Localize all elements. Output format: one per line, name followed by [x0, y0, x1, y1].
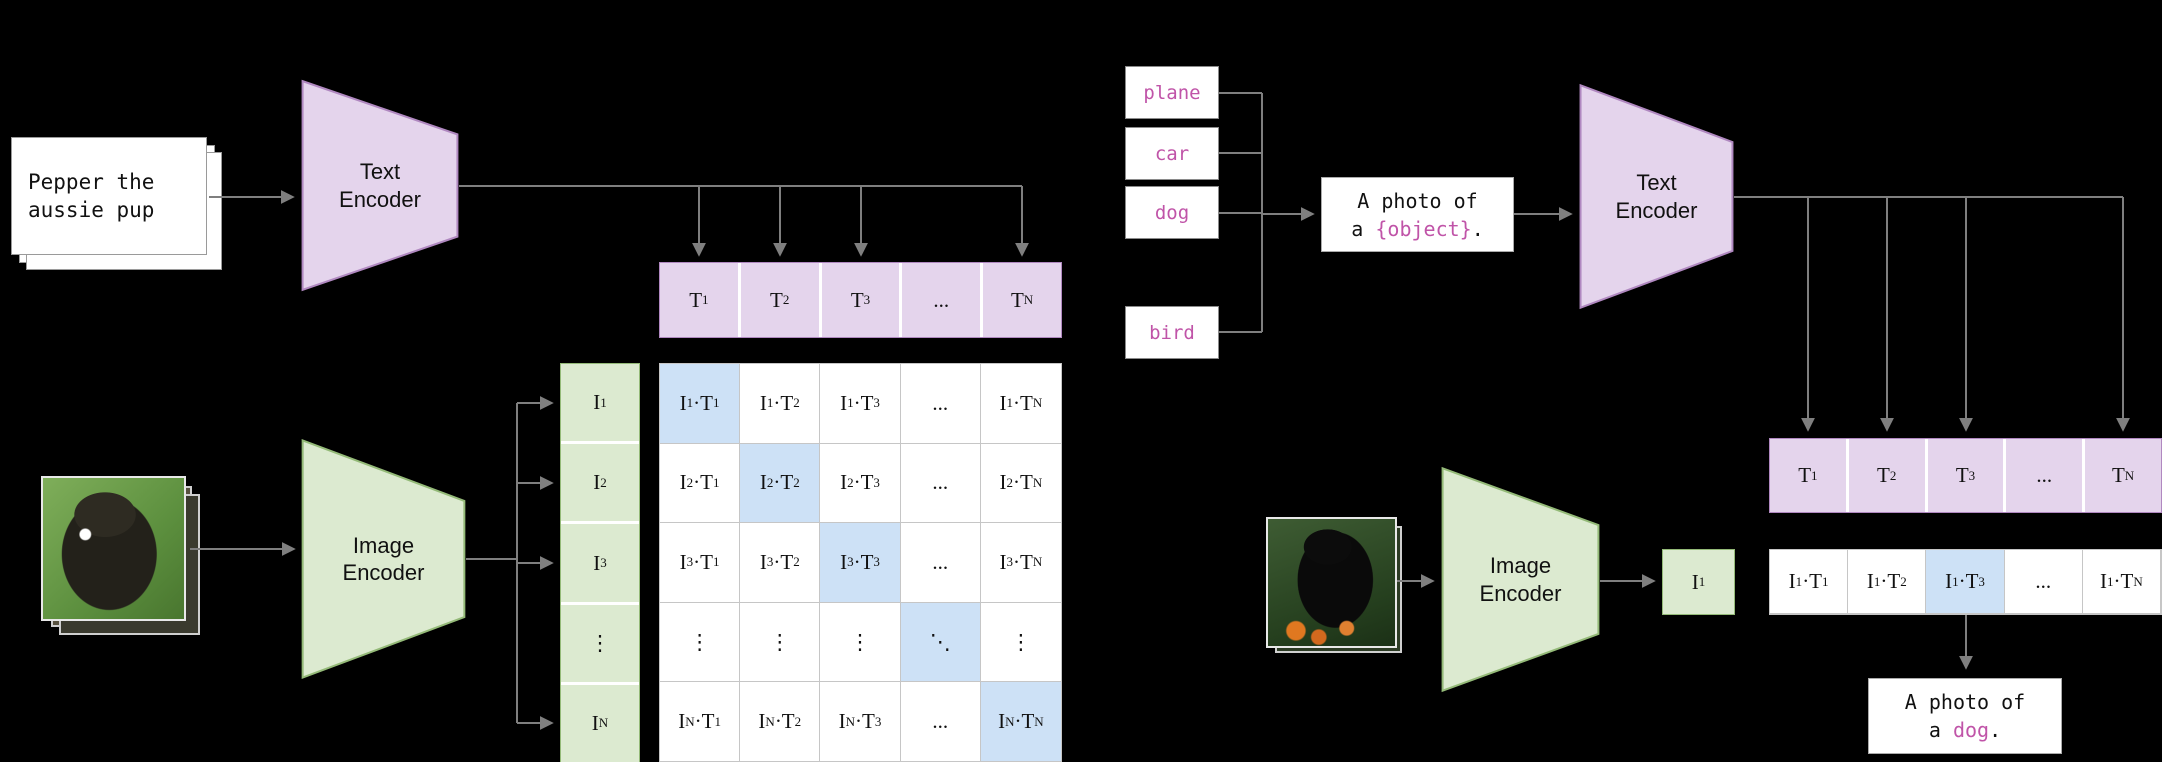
image-encoder-right: Image Encoder: [1441, 466, 1600, 693]
text-input-card: Pepper the aussie pup: [11, 137, 222, 270]
prediction-line1: A photo of: [1904, 690, 2026, 714]
similarity-cell: ⋮: [740, 602, 821, 683]
text-encoder: Text Encoder: [301, 79, 459, 292]
prediction-pre: a: [1928, 718, 1953, 742]
text-encoder-label: Text Encoder: [1615, 170, 1698, 223]
text-encoder-shape: [1579, 83, 1734, 310]
class-label-car: car: [1125, 127, 1219, 180]
text-input-text: Pepper the aussie pup: [28, 169, 155, 222]
similarity-cell: ⋮: [820, 602, 901, 683]
image-encoder-label: Image Encoder: [342, 532, 425, 586]
similarity-cell: ...: [900, 443, 981, 524]
score-cell: ...: [2004, 550, 2083, 614]
image-encoder-shape: [1441, 466, 1600, 693]
prompt-pre: a: [1351, 216, 1376, 241]
prediction-object: dog: [1952, 718, 1990, 742]
dog-image: [1266, 517, 1402, 653]
text-encoder-shape: [301, 79, 459, 292]
text-encoder-right: Text Encoder: [1579, 83, 1734, 310]
class-label-text: dog: [1154, 201, 1190, 224]
similarity-cell: ⋮: [660, 602, 741, 683]
image-encoder: Image Encoder: [301, 438, 466, 680]
similarity-cell: ⋮: [980, 602, 1061, 683]
class-label-text: bird: [1149, 321, 1195, 344]
similarity-cell: ...: [900, 682, 981, 762]
puppy-image: [41, 476, 200, 635]
class-label-text: plane: [1143, 81, 1201, 104]
class-label-plane: plane: [1125, 66, 1219, 119]
prompt-line1: A photo of: [1357, 188, 1478, 213]
text-embedding-cell: ...: [2006, 439, 2086, 512]
image-encoder-label: Image Encoder: [1479, 553, 1562, 606]
prompt-object: {object}: [1375, 216, 1472, 241]
image-encoder-shape: [301, 438, 466, 680]
class-label-text: car: [1154, 142, 1190, 165]
text-embedding-cell: ...: [902, 263, 984, 337]
prediction-line2: a dog.: [1929, 716, 2001, 744]
prompt-line2: a {object}.: [1351, 215, 1483, 243]
text-encoder-label: Text Encoder: [339, 159, 421, 212]
class-label-bird: bird: [1125, 306, 1219, 359]
similarity-cell: ...: [900, 523, 981, 603]
prediction-post: .: [1989, 718, 2002, 742]
prompt-post: .: [1471, 216, 1484, 241]
prediction-box: A photo of a dog.: [1868, 678, 2062, 754]
similarity-cell: ...: [900, 364, 981, 444]
class-label-dog: dog: [1125, 186, 1219, 239]
similarity-cell: ⋱: [900, 602, 981, 683]
image-embedding-cell: ⋮: [561, 604, 639, 685]
prompt-template-box: A photo of a {object}.: [1321, 177, 1514, 252]
